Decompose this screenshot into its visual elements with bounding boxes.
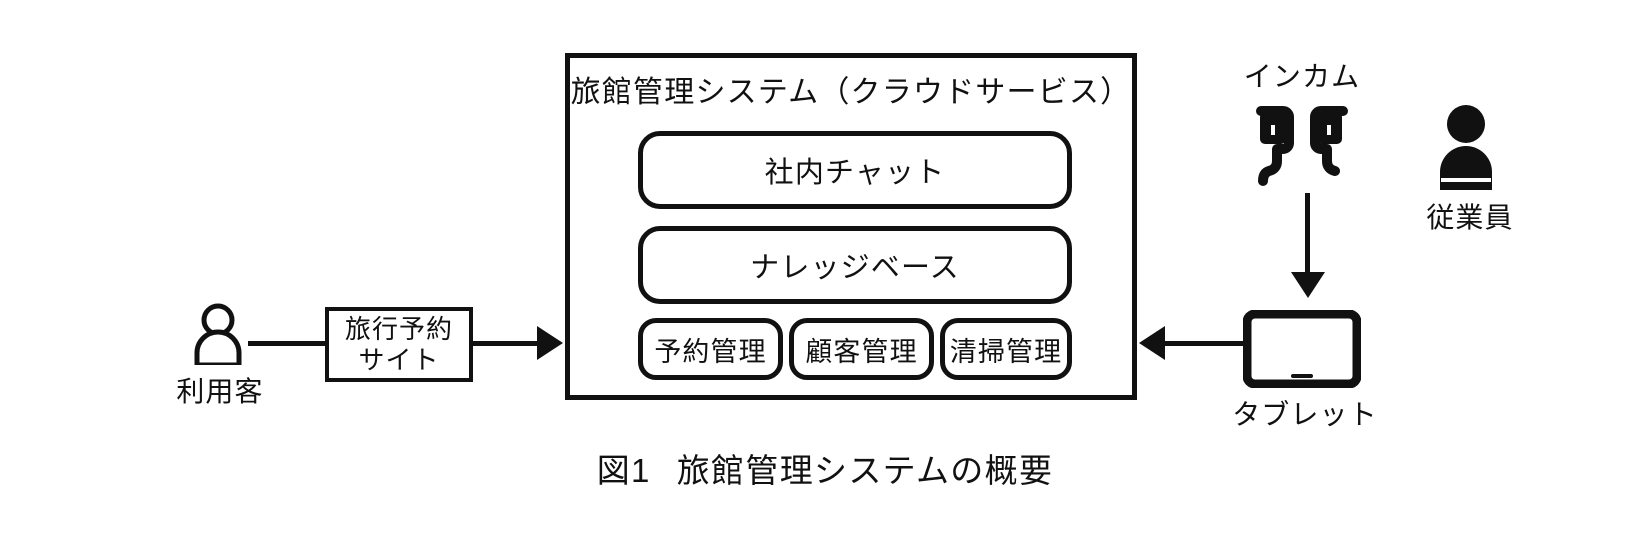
module-customer-management[interactable]: 顧客管理 — [789, 318, 934, 380]
earphone-icon — [1255, 105, 1349, 193]
person-outline-icon — [190, 303, 246, 368]
module-reservation-management[interactable]: 予約管理 — [638, 318, 783, 380]
booking-site-label: 旅行予約 サイト — [325, 307, 473, 382]
connector-incom-to-tablet — [1305, 193, 1310, 275]
booking-site-box — [325, 307, 473, 382]
connector-booking-to-system — [472, 341, 544, 346]
booking-site-line2: サイト — [358, 344, 440, 375]
arrowhead-down-icon — [1291, 272, 1325, 298]
person-filled-icon — [1437, 104, 1495, 190]
figure-title: 旅館管理システムの概要 — [676, 452, 1054, 489]
module-knowledge-base[interactable]: ナレッジベース — [638, 226, 1072, 304]
incom-label: インカム — [1243, 61, 1361, 92]
employee-label: 従業員 — [1426, 202, 1514, 233]
connector-tablet-to-system — [1165, 341, 1245, 346]
user-label: 利用客 — [176, 376, 264, 407]
figure-number: 図1 — [596, 452, 651, 489]
system-title: 旅館管理システム（クラウドサービス） — [570, 76, 1132, 109]
figure-caption: 図1 旅館管理システムの概要 — [0, 444, 1650, 492]
tablet-icon — [1242, 309, 1362, 389]
module-cleaning-management[interactable]: 清掃管理 — [940, 318, 1072, 380]
module-chat[interactable]: 社内チャット — [638, 131, 1072, 209]
arrowhead-left-icon — [1139, 326, 1165, 360]
tablet-label: タブレット — [1232, 399, 1378, 430]
arrowhead-right-icon — [537, 326, 563, 360]
connector-user-to-booking — [248, 341, 326, 346]
booking-site-line1: 旅行予約 — [344, 313, 454, 344]
